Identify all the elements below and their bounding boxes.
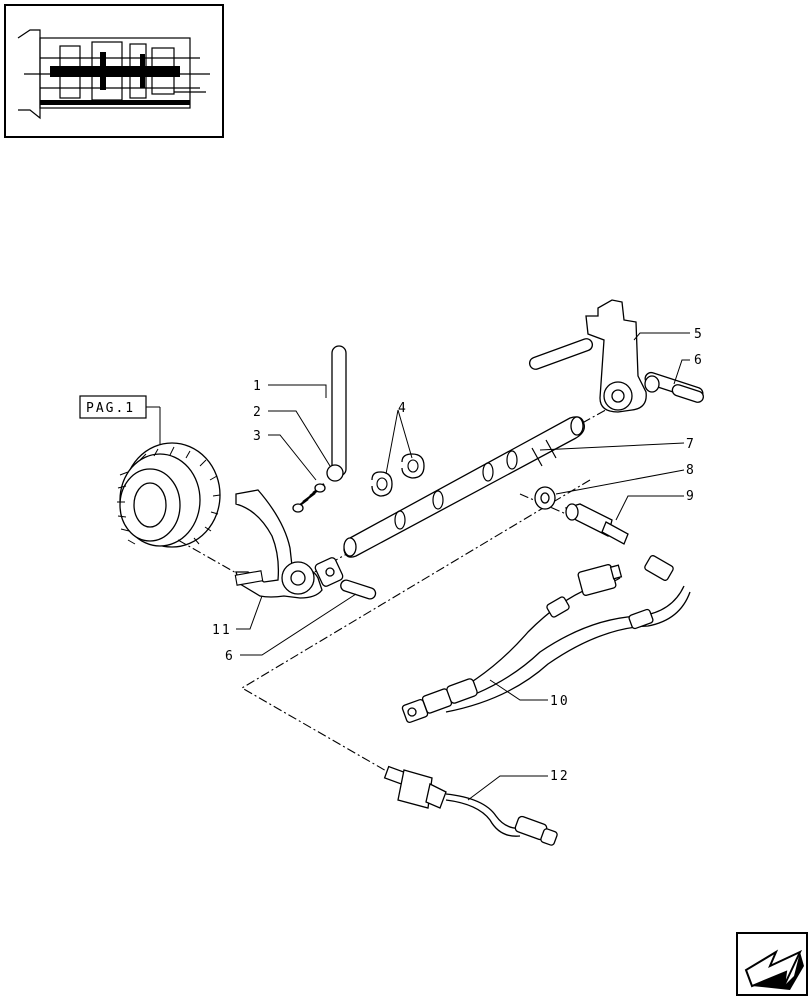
callout-6-lower: 6 — [225, 649, 235, 664]
callout-7: 7 — [686, 437, 696, 452]
page-reference-box[interactable]: PAG.1 — [79, 395, 161, 455]
part-4-circlips — [371, 453, 425, 497]
callout-11: 11 — [212, 623, 232, 638]
callout-8: 8 — [686, 463, 696, 478]
callout-2: 2 — [253, 405, 263, 420]
callout-12: 12 — [550, 769, 570, 784]
part-8-washer — [534, 486, 556, 510]
callout-9: 9 — [686, 489, 696, 504]
part-6-roll-pin-lower — [340, 579, 377, 600]
callout-3: 3 — [253, 429, 263, 444]
transmission-thumbnail[interactable] — [4, 4, 224, 138]
part-7-selector-shaft — [343, 416, 585, 558]
part-6-roll-pin-upper — [671, 384, 704, 403]
synchronizer-gear — [117, 442, 221, 548]
page-reference-label: PAG.1 — [86, 401, 135, 416]
next-page-arrow-icon — [744, 949, 804, 990]
part-11-selector-fork — [234, 489, 344, 599]
callout-1: 1 — [253, 379, 263, 394]
callout-labels: 1 2 3 4 5 6 7 8 9 10 11 6 12 — [212, 327, 704, 784]
assembly-centerlines — [177, 401, 621, 777]
part-2-ball — [326, 464, 344, 482]
part-10-wiring-harness — [401, 555, 691, 724]
part-3-spring — [292, 483, 326, 513]
callout-5: 5 — [694, 327, 704, 342]
next-page-button[interactable] — [736, 932, 808, 996]
part-1-pin — [331, 345, 347, 477]
part-12-speed-sensor — [383, 765, 558, 846]
callout-6-upper: 6 — [694, 353, 704, 368]
callout-10: 10 — [550, 694, 570, 709]
callout-4: 4 — [398, 401, 408, 416]
callout-leaders — [236, 332, 690, 801]
part-9-switch-sensor — [564, 503, 629, 545]
